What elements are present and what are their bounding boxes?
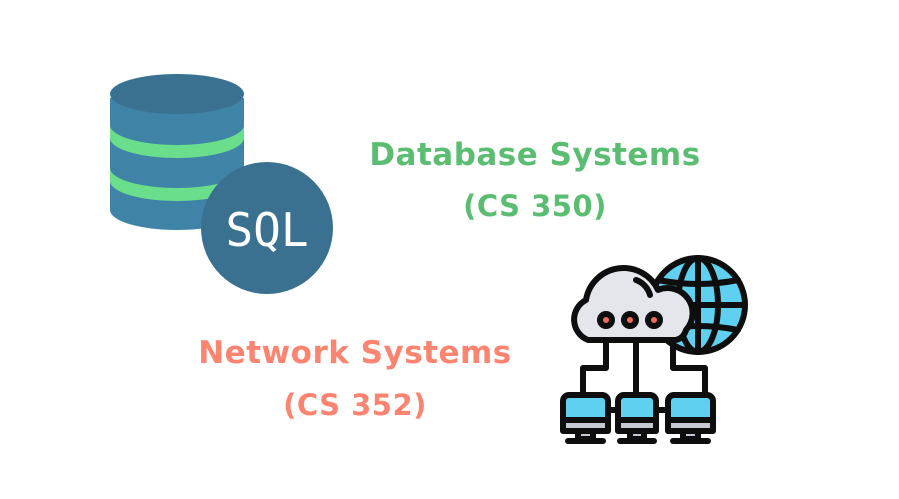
database-cylinder-icon xyxy=(110,74,244,230)
database-systems-title: Database Systems xyxy=(369,137,701,173)
computer-icon xyxy=(560,392,611,444)
sql-badge: SQL xyxy=(201,162,333,294)
cloud-dot xyxy=(621,311,639,329)
cloud-icon xyxy=(571,265,696,343)
db-stripe-2 xyxy=(110,168,244,201)
network-systems-course-code: (CS 352) xyxy=(283,388,427,422)
network-cloud-globe-icon xyxy=(560,255,748,444)
computer-icon xyxy=(615,392,659,444)
cloud-dot xyxy=(645,311,663,329)
database-systems-course-code: (CS 350) xyxy=(463,189,607,223)
network-systems-title: Network Systems xyxy=(198,335,512,371)
computer-icon xyxy=(665,392,716,444)
sql-label: SQL xyxy=(225,203,308,257)
network-connectors xyxy=(580,337,708,413)
database-sql-icon: SQL xyxy=(110,74,333,294)
cloud-dot xyxy=(597,311,615,329)
db-top xyxy=(110,74,244,114)
db-stripe-1 xyxy=(110,125,244,158)
